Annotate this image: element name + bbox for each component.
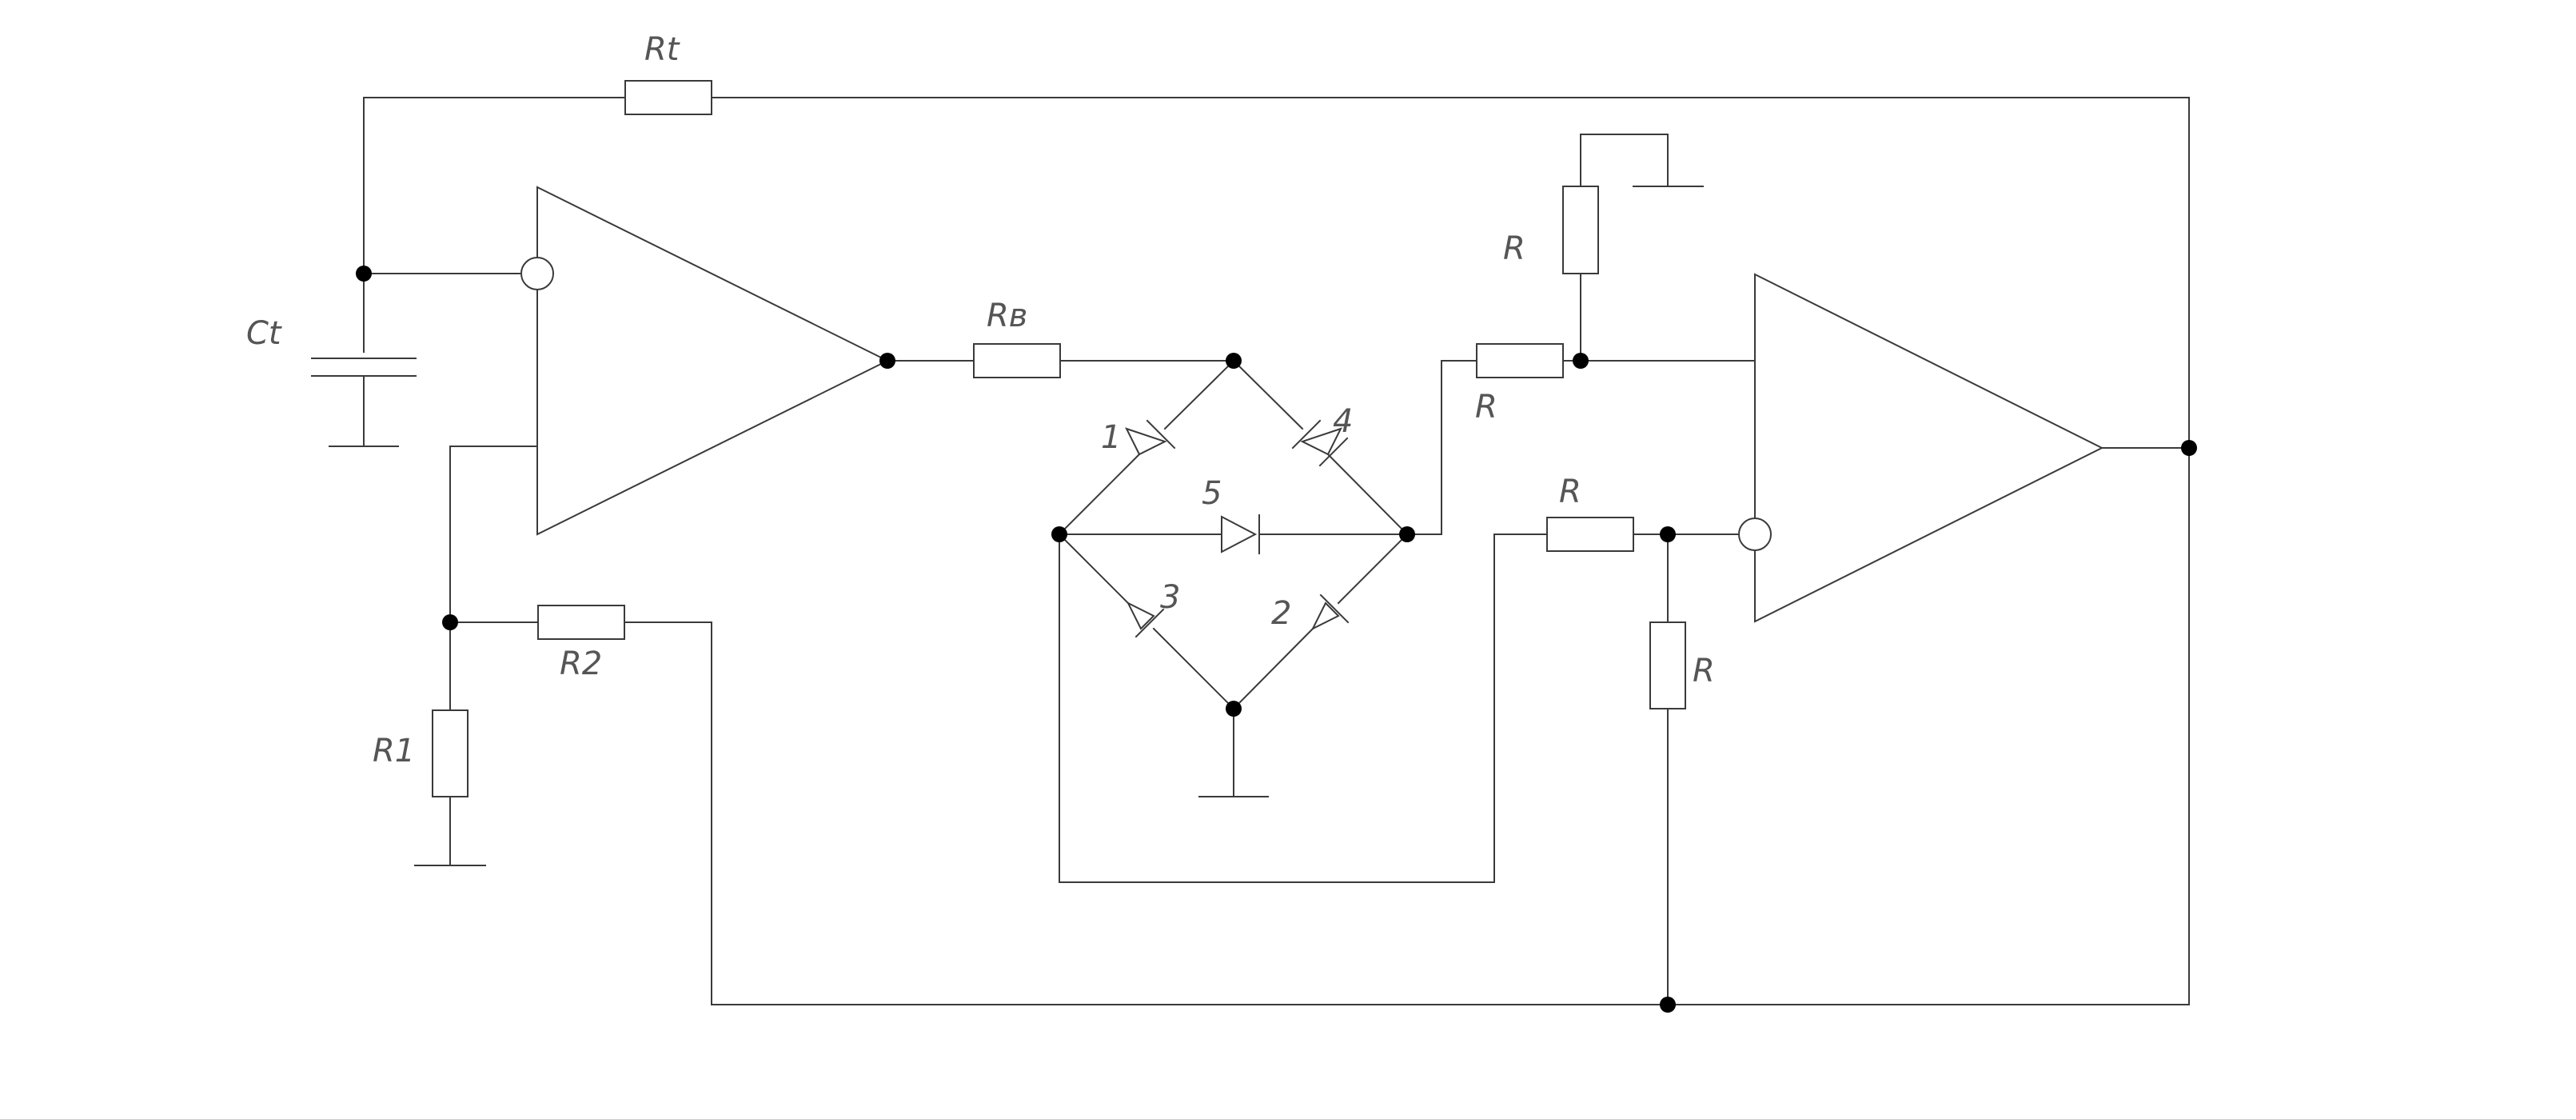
resistor-rt (624, 80, 712, 115)
wire-bridge-edge-3 (1058, 533, 1235, 710)
label-rb: Rв (987, 298, 1027, 334)
junctions (356, 266, 2197, 1013)
opamp-2 (1754, 273, 2104, 623)
diode-5-triangle (1221, 515, 1258, 554)
diode-2-bar (1319, 593, 1350, 624)
diode-4 (1291, 419, 1349, 467)
junction-ct-node (356, 266, 372, 282)
label-r1: R1 (373, 733, 415, 769)
diode-1-triangle (1125, 427, 1167, 456)
label-diode-2: 2 (1271, 595, 1291, 632)
label-r-top-vertical: R (1503, 230, 1525, 267)
resistor-r-feedback (1649, 621, 1686, 709)
capacitor-ct (311, 358, 417, 377)
label-r2: R2 (560, 645, 602, 682)
opamp-2-inverting-circle (1738, 518, 1772, 551)
junction-bridge-top (1226, 353, 1242, 369)
junction-bridge-left (1051, 526, 1067, 542)
wires (363, 97, 2190, 1005)
diode-1-bar (1146, 419, 1176, 450)
label-diode-4: 4 (1333, 403, 1353, 440)
labels: Rt Ct Rв R R R R R1 R2 1 2 3 4 5 (246, 31, 1715, 769)
junction-opamp2-inverting (1660, 526, 1676, 542)
resistor-r-top-vertical (1562, 186, 1599, 274)
diode-1 (1125, 419, 1176, 456)
resistor-r-input (1546, 517, 1634, 552)
diode-3 (1126, 601, 1165, 638)
resistor-rb (973, 343, 1061, 378)
label-diode-3: 3 (1160, 579, 1180, 616)
label-ct: Ct (246, 315, 282, 352)
diode-2-triangle (1310, 601, 1340, 631)
grounds (329, 186, 1704, 866)
label-r-feedback: R (1693, 653, 1715, 689)
wire-bridge-edge-1 (1058, 359, 1235, 536)
wire-bridge-edge-2 (1232, 533, 1409, 710)
junction-r1-r2 (442, 614, 458, 630)
diode-4-bar (1291, 419, 1322, 450)
junction-opamp2-noninverting (1573, 353, 1589, 369)
label-rt: Rt (644, 31, 680, 68)
junction-bridge-bottom (1226, 701, 1242, 717)
wire-bridge-left-loop (1059, 534, 1548, 883)
wire-r2-branch (449, 621, 2190, 1005)
diode-2 (1310, 593, 1350, 631)
wire-opamp1-noninverting (449, 446, 538, 623)
diode-5 (1221, 514, 1260, 554)
diode-3-triangle (1126, 601, 1155, 630)
diode-4-bar-tick (1318, 437, 1349, 467)
resistor-r1 (432, 709, 469, 797)
diode-3-bar (1134, 608, 1165, 638)
wire-bridge-edge-4 (1232, 359, 1409, 536)
label-diode-1: 1 (1101, 419, 1121, 456)
opamp-1 (536, 186, 890, 536)
resistor-r-bridge-out (1476, 343, 1564, 378)
wire-rt-feedback (363, 97, 2190, 1005)
junction-bottom-feedback (1660, 997, 1676, 1013)
label-r-bridge-out: R (1475, 389, 1497, 426)
wire-r-top-ground (1580, 134, 1669, 362)
op-amps (520, 186, 2104, 623)
label-diode-5: 5 (1202, 475, 1222, 512)
opamp-1-inverting-circle (520, 257, 554, 290)
resistor-r2 (537, 605, 625, 640)
junction-opamp2-output (2181, 440, 2197, 456)
resistors (432, 80, 1686, 797)
diodes (1125, 419, 1350, 638)
label-r-input: R (1559, 474, 1581, 510)
wire-bridge-right-out (1406, 360, 1756, 535)
diode-4-triangle (1300, 427, 1342, 456)
junction-opamp1-output (879, 353, 895, 369)
junction-bridge-right (1399, 526, 1415, 542)
